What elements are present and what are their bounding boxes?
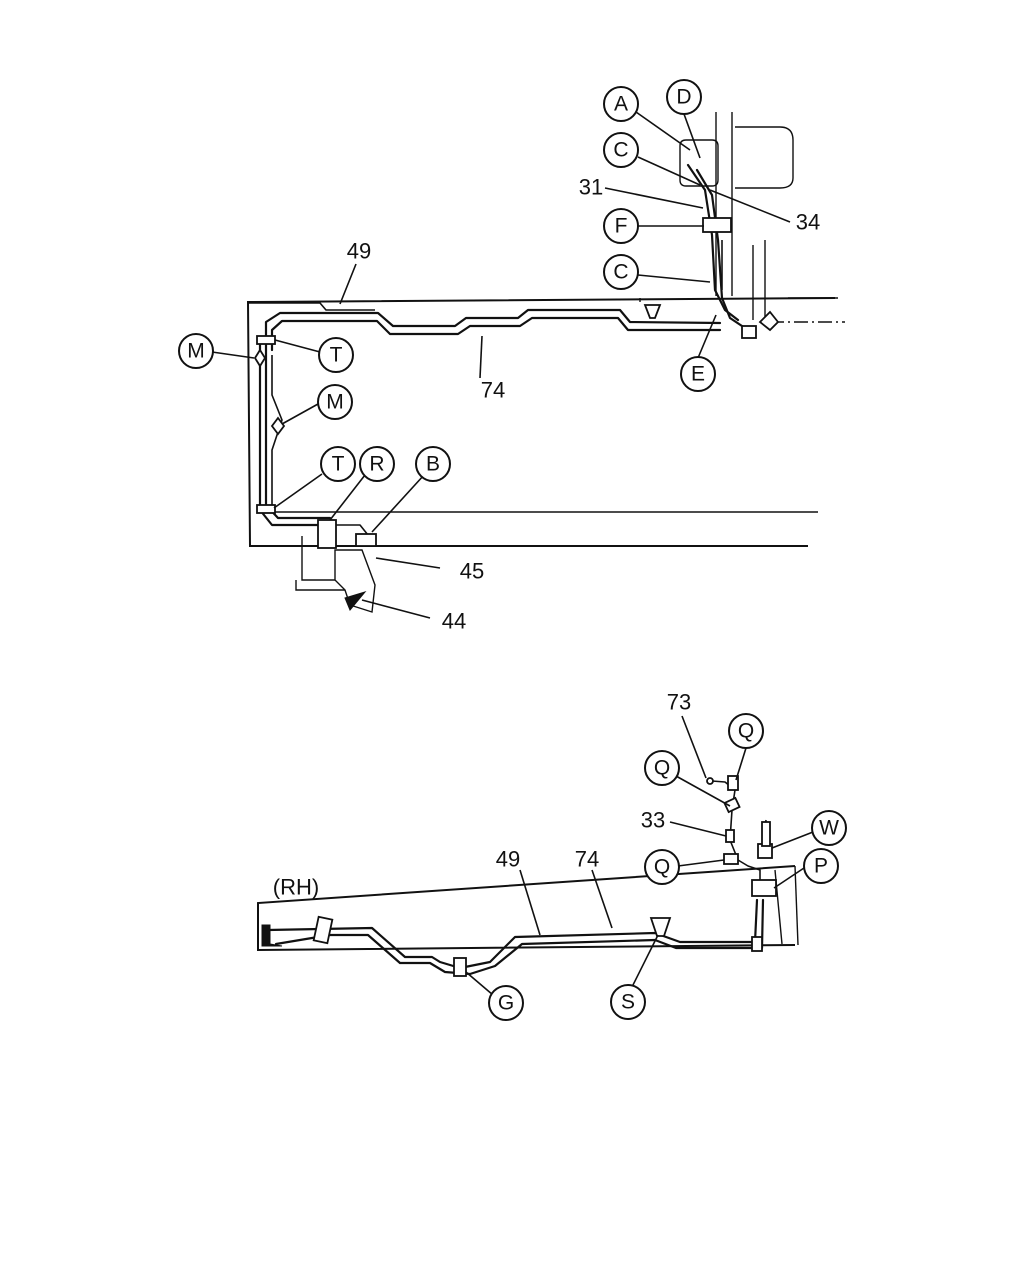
callout-C-lower-letter: C [613, 261, 628, 284]
lower-leaders [465, 715, 814, 996]
clip-G [453, 957, 467, 977]
cab-panel [679, 112, 794, 320]
callout-P-letter: P [814, 855, 828, 878]
callout-Q-low-letter: Q [654, 856, 670, 879]
callout-A-letter: A [614, 93, 628, 116]
sensor-W-body [761, 821, 771, 847]
clip-top-rail [643, 304, 662, 319]
part-number-74: 74 [481, 378, 505, 403]
callout-C-upper-letter: C [613, 139, 628, 162]
upper-leaders [211, 111, 791, 619]
upper-view: A D C F C E M T [178, 79, 845, 634]
callout-F: F [603, 208, 639, 244]
clip-Q-mid [723, 796, 741, 814]
part-number-73: 73 [667, 690, 691, 715]
callout-Q-top-letter: Q [738, 720, 754, 743]
fitting-73 [706, 777, 714, 785]
callout-E-letter: E [691, 363, 705, 386]
part-number-33: 33 [641, 808, 665, 833]
callout-E: E [680, 356, 716, 392]
part-number-31: 31 [579, 175, 603, 200]
clip-rear-left [312, 915, 334, 945]
part-number-45: 45 [460, 559, 484, 584]
callout-T-upper: T [318, 337, 354, 373]
callout-T-lower-letter: T [332, 453, 345, 476]
fitting-right [758, 310, 780, 332]
fitting-lower-right [751, 936, 763, 952]
clip-S [649, 917, 672, 937]
callout-A: A [603, 86, 639, 122]
callout-C-lower: C [603, 254, 639, 290]
side-label-rh: (RH) [273, 875, 319, 900]
callout-M-mid: M [317, 384, 353, 420]
callout-R-letter: R [369, 453, 384, 476]
callout-G-letter: G [498, 992, 514, 1015]
callout-B-letter: B [426, 453, 440, 476]
callout-T-upper-letter: T [330, 344, 343, 367]
hose-44 [344, 591, 367, 611]
clip-Q-low [723, 853, 739, 865]
clip-M-left [253, 348, 267, 368]
callout-W-letter: W [819, 817, 839, 840]
junction-block-assembly [295, 519, 377, 613]
callout-T-lower: T [320, 446, 356, 482]
callout-Q-low: Q [644, 849, 680, 885]
fitting-B [355, 533, 377, 547]
clip-F [702, 217, 732, 233]
clip-Q-top [727, 775, 739, 791]
fitting-33 [725, 829, 735, 843]
callout-Q-mid-letter: Q [654, 757, 670, 780]
lower-clips [261, 775, 777, 977]
part-number-74-lower: 74 [575, 847, 599, 872]
clip-P [751, 879, 777, 897]
callout-Q-mid: Q [644, 750, 680, 786]
part-number-49-lower: 49 [496, 847, 520, 872]
part-number-44: 44 [442, 609, 466, 634]
part-number-34: 34 [796, 210, 820, 235]
callout-P: P [803, 848, 839, 884]
callout-G: G [488, 985, 524, 1021]
fitting-rear-end [261, 924, 283, 947]
upper-frame-rail [246, 297, 845, 547]
fitting-R [317, 519, 337, 549]
part-number-49: 49 [347, 239, 371, 264]
callout-M-mid-letter: M [326, 391, 344, 414]
clip-T-upper [256, 335, 276, 345]
callout-D-letter: D [676, 86, 691, 109]
callout-D: D [666, 79, 702, 115]
callout-S-letter: S [621, 991, 635, 1014]
callout-M-left: M [178, 333, 214, 369]
callout-Q-top: Q [728, 713, 764, 749]
clip-T-lower [256, 504, 276, 514]
callout-W: W [811, 810, 847, 846]
callout-M-left-letter: M [187, 340, 205, 363]
callout-C-upper: C [603, 132, 639, 168]
callout-F-letter: F [615, 215, 628, 238]
callout-B: B [415, 446, 451, 482]
clip-E [741, 325, 757, 339]
lower-view: Q Q Q W P G S 73 33 49 74 (RH) [257, 690, 847, 1021]
callout-R: R [359, 446, 395, 482]
callout-S: S [610, 984, 646, 1020]
